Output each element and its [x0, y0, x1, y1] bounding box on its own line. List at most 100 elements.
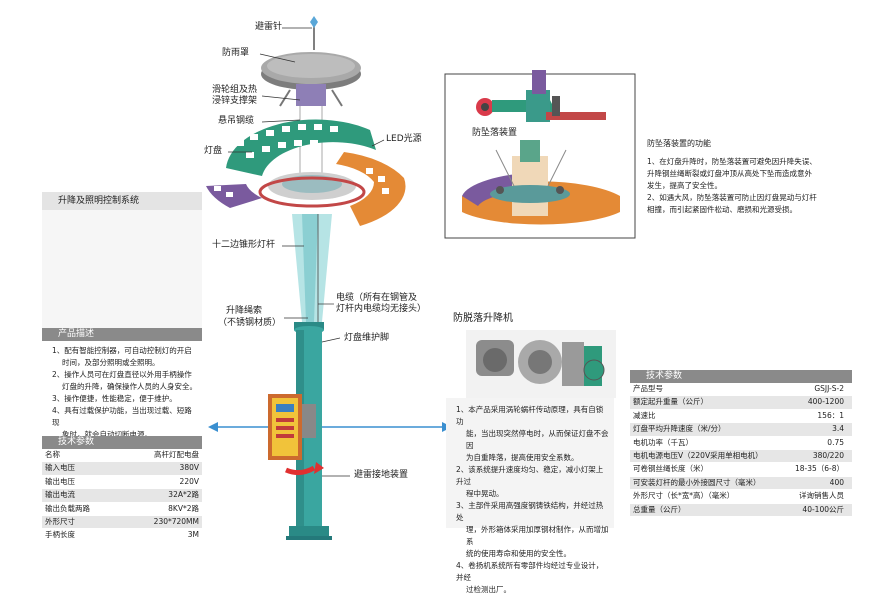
spec-value: 高杆灯配电盘 [121, 449, 202, 463]
product-desc-panel: 产品描述 1、配有智能控制器，可自动控制灯的开启 时间，及部分照明或全照明。 2… [42, 328, 202, 439]
product-desc-line: 4、具有过载保护功能，当出现过载、短路现 [52, 406, 192, 427]
label-led: LED光源 [386, 134, 422, 144]
ground-level-arrow [208, 422, 452, 432]
product-desc-line: 3、操作便捷，性能稳定，便于维护。 [52, 394, 177, 403]
spec-value: 8KV*2路 [121, 502, 202, 517]
table-row: 可安装灯杆的最小外接圆尺寸（毫米）400 [630, 476, 852, 491]
label-wire-2: 灯杆内电缆均无接头） [336, 304, 427, 314]
winch-line: 3、主部件采用高强度钢铸铁结构，并经过热处 [456, 501, 604, 522]
anti-fall-inset [444, 70, 636, 239]
anti-fall-line: 相撞，而引起紧固件松动、磨损和光源受损。 [647, 205, 797, 214]
spec-key: 输出电压 [42, 475, 122, 490]
label-pulley-2: 浸锌支撑架 [212, 96, 258, 106]
winch-text-panel: 1、本产品采用涡轮蜗杆传动原理，具有自锁功 能，当出现突然停电时，从而保证灯盘不… [446, 398, 614, 594]
spec-value: 32A*2路 [121, 488, 202, 503]
table-row: 名称高杆灯配电盘 [42, 449, 202, 463]
lightning-rod-drawing [310, 16, 318, 50]
table-row: 外形尺寸（长*宽*高）（毫米）详询销售人员 [630, 489, 852, 504]
spec-value: 220V [121, 475, 202, 490]
right-spec-header: 技术参数 [630, 370, 852, 383]
spec-value: 156：1 [783, 409, 852, 424]
anti-fall-line: 发生，提高了安全性。 [647, 181, 722, 190]
spec-key: 总重量（公斤） [630, 503, 784, 518]
product-desc-line: 时间，及部分照明或全照明。 [62, 358, 160, 367]
upper-pole-drawing [292, 214, 332, 330]
spec-key: 输入电压 [42, 461, 122, 476]
spec-key: 输出负载两路 [42, 502, 122, 517]
table-row: 电机功率（千瓦）0.75 [630, 436, 852, 451]
table-row: 额定起升重量（公斤）400-1200 [630, 395, 852, 410]
spec-key: 电机电源电压V（220V采用单相电机） [630, 449, 784, 464]
winch-line: 统的使用寿命和使用的安全性。 [466, 549, 571, 558]
label-cable: 悬吊钢缆 [218, 116, 255, 126]
pulley-support-drawing [279, 84, 343, 180]
label-winch-title: 防脱落升降机 [453, 313, 513, 324]
winch-line: 为自重降落，提高使用安全系数。 [466, 453, 579, 462]
anti-fall-line: 1、在灯盘升降时，防坠落装置可避免因升降失误、 [647, 157, 817, 166]
left-spec-header: 技术参数 [42, 436, 202, 449]
label-ground: 避雷接地装置 [354, 470, 409, 480]
label-lightning-rod: 避雷针 [255, 22, 283, 32]
table-row: 总重量（公斤）40-100公斤 [630, 503, 852, 518]
spec-key: 手柄长度 [42, 528, 122, 543]
spec-value: 230*720MM [121, 515, 202, 530]
winch-inset [466, 330, 616, 398]
spec-value: 40-100公斤 [783, 503, 852, 518]
spec-value: 3M [121, 528, 202, 543]
winch-line: 4、卷扬机系统所有零部件均经过专业设计，并经 [456, 561, 604, 582]
spec-key: 减速比 [630, 409, 784, 424]
spec-value: GSJJ-S-2 [783, 383, 852, 397]
cabinet-drawing [268, 394, 324, 476]
spec-key: 可卷钢丝绳长度（米） [630, 462, 784, 477]
spec-key: 名称 [42, 449, 122, 463]
spec-key: 产品型号 [630, 383, 784, 397]
spec-value: 3.4 [783, 422, 852, 437]
winch-line: 能，当出现突然停电时，从而保证灯盘不会因 [466, 429, 609, 450]
winch-line: 理，外形箱体采用加厚钢材制作，从而增加系 [466, 525, 609, 546]
label-pole: 十二边锥形灯杆 [212, 240, 276, 250]
label-rain-cover: 防雨罩 [222, 48, 250, 58]
spec-key: 额定起升重量（公斤） [630, 395, 784, 410]
anti-fall-line: 2、如遇大风，防坠落装置可防止因灯盘晃动与灯杆 [647, 193, 817, 202]
table-row: 电机电源电压V（220V采用单相电机）380/220 [630, 449, 852, 464]
table-row: 灯盘平均升降速度（米/分）3.4 [630, 422, 852, 437]
label-pulley: 滑轮组及热 [212, 85, 258, 95]
product-desc-line: 灯盘的升降，确保操作人员的人身安全。 [62, 382, 197, 391]
spec-value: 400 [783, 476, 852, 491]
spec-value: 0.75 [783, 436, 852, 451]
label-maint: 灯盘维护脚 [344, 333, 390, 343]
product-desc-line: 象时，就会自动切断电源。 [62, 430, 152, 439]
spec-key: 外形尺寸（长*宽*高）（毫米） [630, 489, 784, 504]
lamp-disc-drawing [206, 119, 406, 226]
label-wire: 电缆（所有在钢管及 [336, 293, 418, 303]
spec-value: 400-1200 [783, 395, 852, 410]
control-system-title: 升降及照明控制系统 [42, 192, 202, 210]
label-rope: 升降绳索 [226, 306, 263, 316]
anti-fall-line: 升降钢丝绳断裂或灯盘冲顶从高处下坠而造成意外 [647, 169, 812, 178]
spec-key: 可安装灯杆的最小外接圆尺寸（毫米） [630, 476, 784, 491]
table-row: 可卷钢丝绳长度（米）18-35（6-8） [630, 462, 852, 477]
spec-key: 外形尺寸 [42, 515, 122, 530]
spec-value: 380/220 [783, 449, 852, 464]
product-desc-header: 产品描述 [42, 328, 202, 341]
anti-fall-title: 防坠落装置的功能 [647, 139, 711, 148]
spec-value: 18-35（6-8） [783, 462, 852, 477]
label-lamp-disc: 灯盘 [204, 146, 223, 156]
product-desc-line: 1、配有智能控制器，可自动控制灯的开启 [52, 346, 192, 355]
winch-line: 1、本产品采用涡轮蜗杆传动原理，具有自锁功 [456, 405, 604, 426]
label-rope-2: （不锈钢材质） [218, 318, 282, 328]
spec-value: 详询销售人员 [783, 489, 852, 504]
label-anti-fall-small: 防坠落装置 [472, 128, 518, 138]
